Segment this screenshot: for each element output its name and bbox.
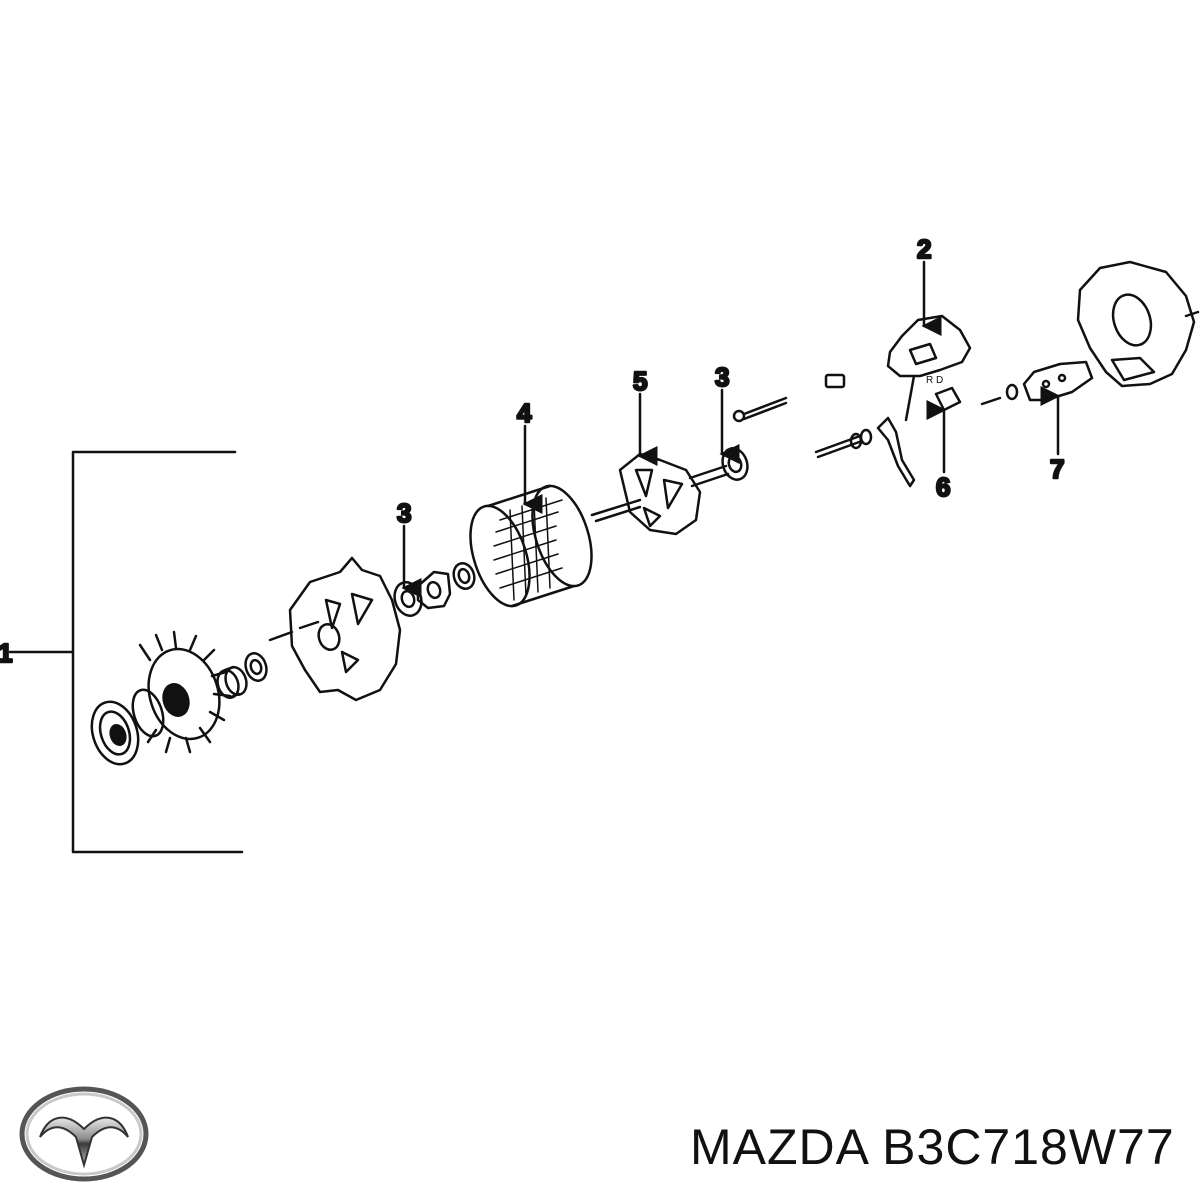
callout-4: 4: [517, 398, 532, 428]
rotor-bushing: [452, 562, 476, 590]
svg-text:R D: R D: [926, 375, 943, 386]
callout-2: 2: [917, 234, 931, 264]
rectifier: [1022, 360, 1094, 402]
through-bolt: [732, 396, 788, 423]
callout-7: 7: [1050, 454, 1064, 484]
rear-bearing: [721, 447, 749, 481]
voltage-regulator: [886, 314, 972, 422]
spacer-collar: [216, 665, 248, 699]
rectifier-screw: [980, 383, 1019, 406]
part-number-caption: MAZDA B3C718W77: [690, 1118, 1175, 1176]
pulley-washer: [131, 688, 165, 738]
assembly-bracket: [8, 450, 244, 854]
rear-housing: [1076, 260, 1200, 388]
part-number: B3C718W77: [882, 1119, 1175, 1175]
pulley: [90, 700, 140, 766]
callout-1: 1: [0, 638, 12, 668]
rotor: [590, 452, 730, 536]
callout-3-front: 3: [397, 498, 411, 528]
terminal-stud: [814, 428, 873, 459]
front-housing: [268, 556, 402, 702]
stator: [469, 484, 593, 608]
brand-name: MAZDA: [690, 1119, 868, 1175]
lead-bracket: [876, 416, 916, 488]
callout-6: 6: [936, 472, 950, 502]
insulator: R D: [926, 375, 962, 412]
callout-5: 5: [633, 366, 647, 396]
mazda-logo-icon: [19, 1086, 149, 1182]
terminal-bolt: [824, 373, 846, 389]
callout-3-rear: 3: [715, 362, 729, 392]
front-washer: [244, 652, 268, 682]
bearing-retainer-plate: [416, 570, 452, 610]
